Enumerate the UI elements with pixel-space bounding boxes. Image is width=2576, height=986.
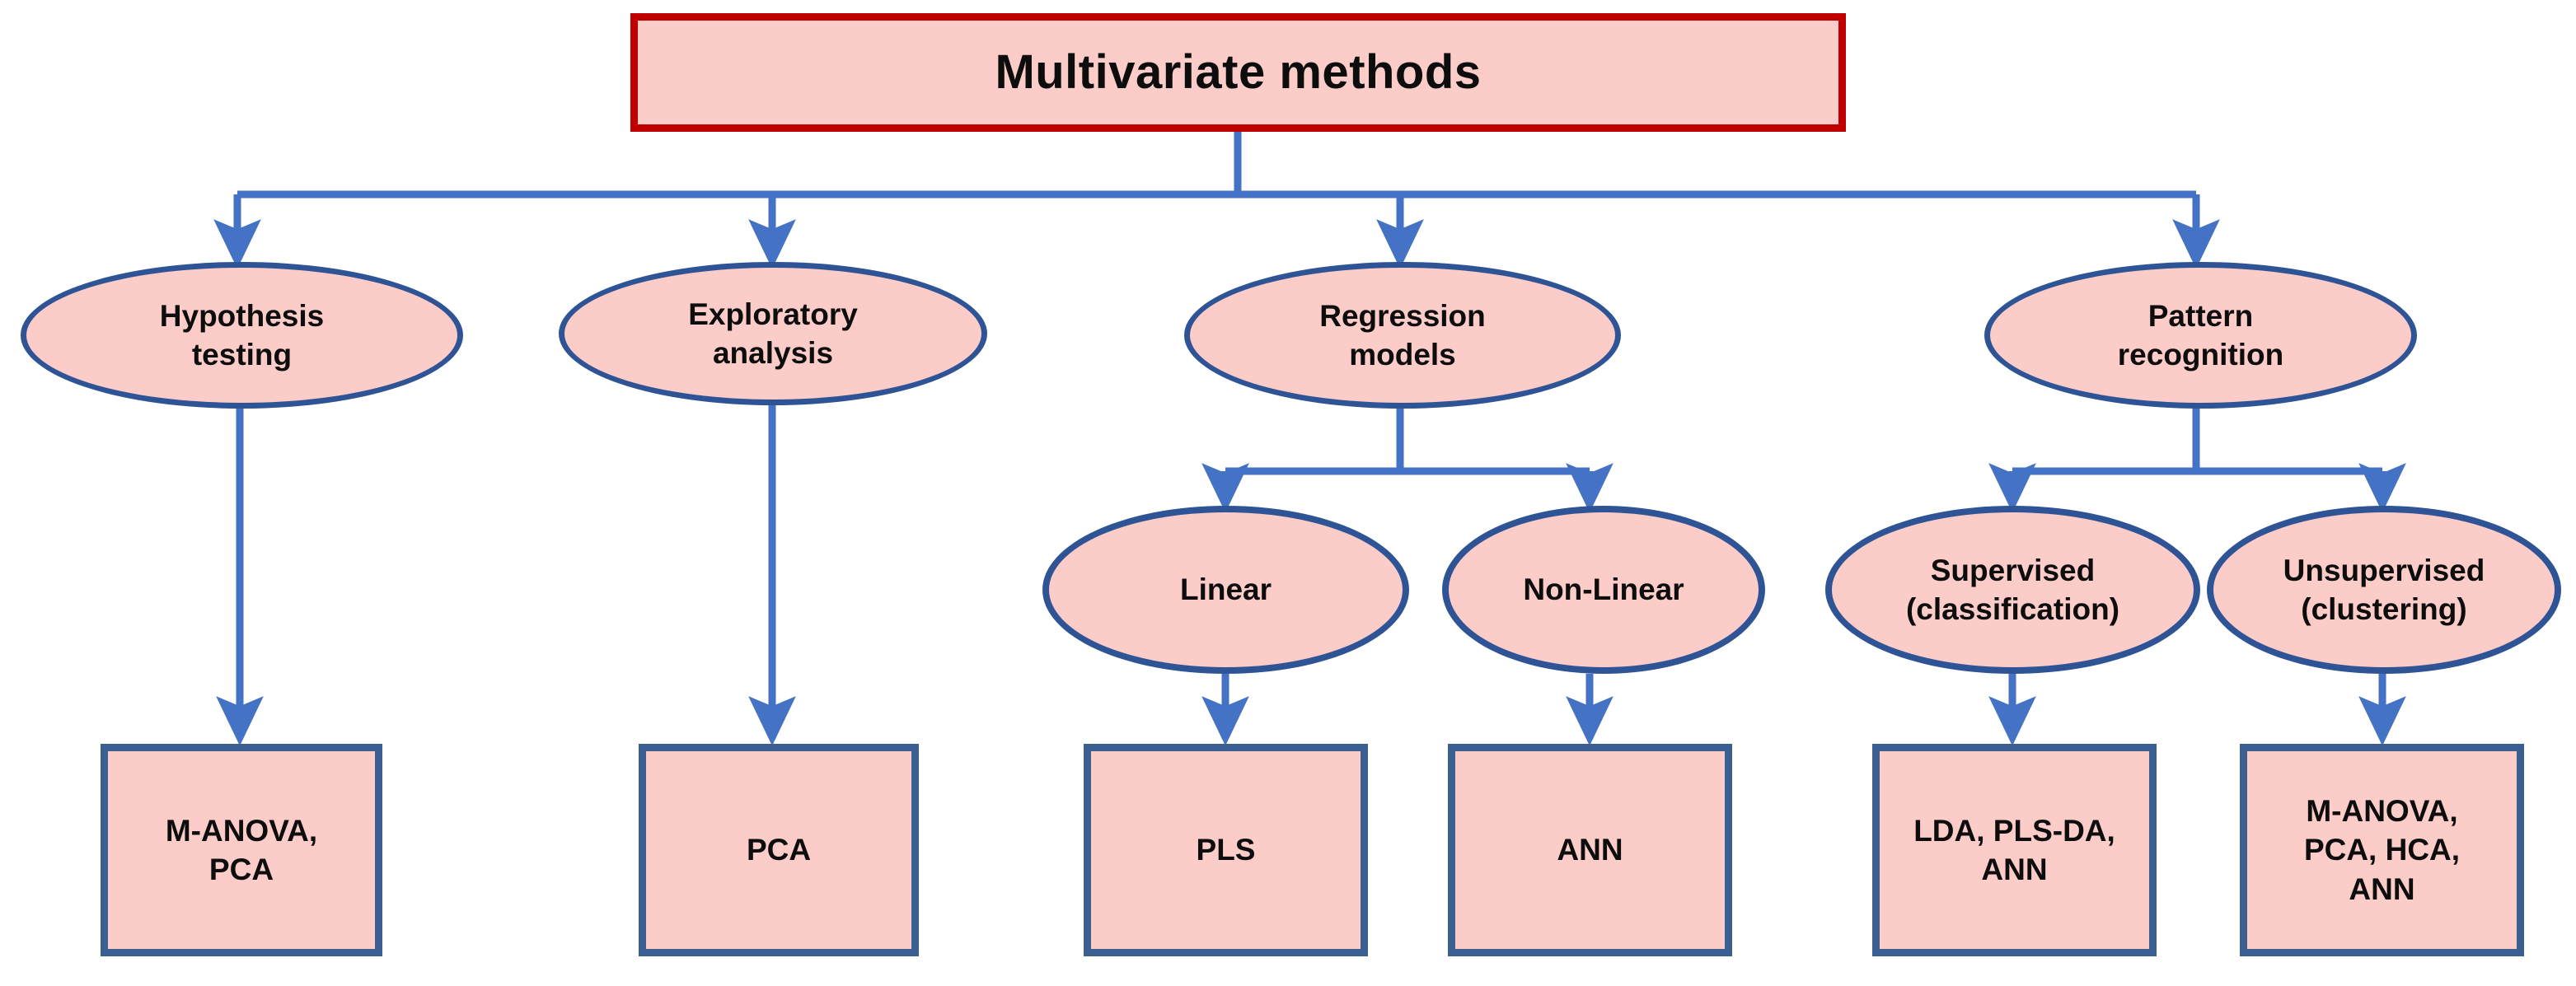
node-label: PCA [746,833,812,867]
node-label: M-ANOVA, PCA, HCA, ANN [2303,793,2461,906]
node-label: Supervised (classification) [1905,553,2120,626]
node-pls[interactable]: PLS [1084,744,1368,956]
node-label: Linear [1179,572,1272,607]
node-label: Unsupervised (clustering) [2283,553,2485,626]
node-label: M-ANOVA, PCA [165,813,318,886]
node-m-anova-pca[interactable]: M-ANOVA, PCA [101,744,382,956]
node-label: Pattern recognition [2117,298,2284,372]
node-exploratory-analysis[interactable]: Exploratory analysis [559,262,987,405]
node-linear[interactable]: Linear [1042,506,1409,674]
node-label: Hypothesis testing [159,298,325,372]
node-label: Multivariate methods [995,44,1482,99]
node-m-anova-pca-hca-ann[interactable]: M-ANOVA, PCA, HCA, ANN [2240,744,2524,956]
node-supervised[interactable]: Supervised (classification) [1825,506,2200,674]
node-pca[interactable]: PCA [639,744,919,956]
node-non-linear[interactable]: Non-Linear [1442,506,1765,674]
node-regression-models[interactable]: Regression models [1184,262,1621,409]
node-label: PLS [1196,833,1256,867]
node-label: ANN [1557,833,1623,867]
node-hypothesis-testing[interactable]: Hypothesis testing [21,262,463,409]
node-pattern-recognition[interactable]: Pattern recognition [1984,262,2417,409]
node-lda-plsda-ann[interactable]: LDA, PLS-DA, ANN [1872,744,2157,956]
node-multivariate-methods[interactable]: Multivariate methods [630,13,1846,132]
node-label: Regression models [1319,298,1486,372]
node-label: Non-Linear [1523,572,1684,607]
node-unsupervised[interactable]: Unsupervised (clustering) [2207,506,2561,674]
node-label: Exploratory analysis [688,297,858,370]
node-ann[interactable]: ANN [1448,744,1732,956]
node-label: LDA, PLS-DA, ANN [1913,813,2115,886]
